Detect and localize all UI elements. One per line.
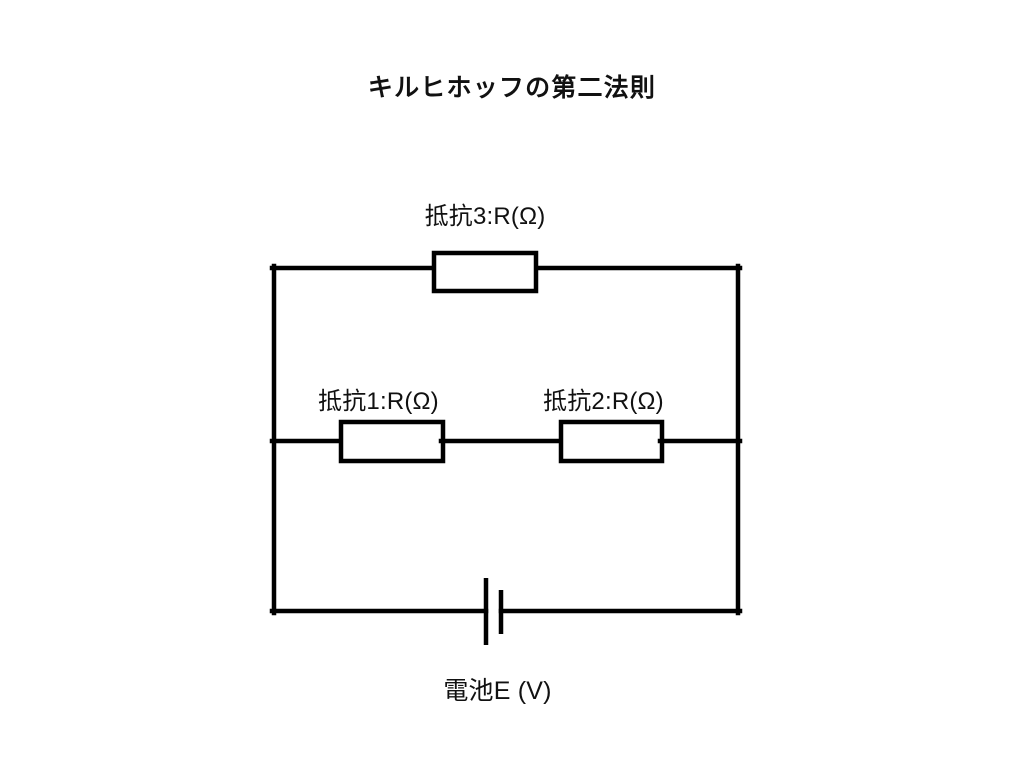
resistor1-body bbox=[338, 419, 446, 464]
diagram-title: キルヒホッフの第二法則 bbox=[367, 74, 657, 102]
resistor1-label: 抵抗1:R(Ω) bbox=[318, 388, 439, 415]
resistor2-label: 抵抗2:R(Ω) bbox=[543, 388, 664, 415]
resistor2-body bbox=[558, 419, 665, 464]
resistor3-label: 抵抗3:R(Ω) bbox=[424, 203, 546, 230]
battery-label: 電池E (V) bbox=[443, 677, 552, 705]
resistor3-body bbox=[431, 250, 539, 294]
